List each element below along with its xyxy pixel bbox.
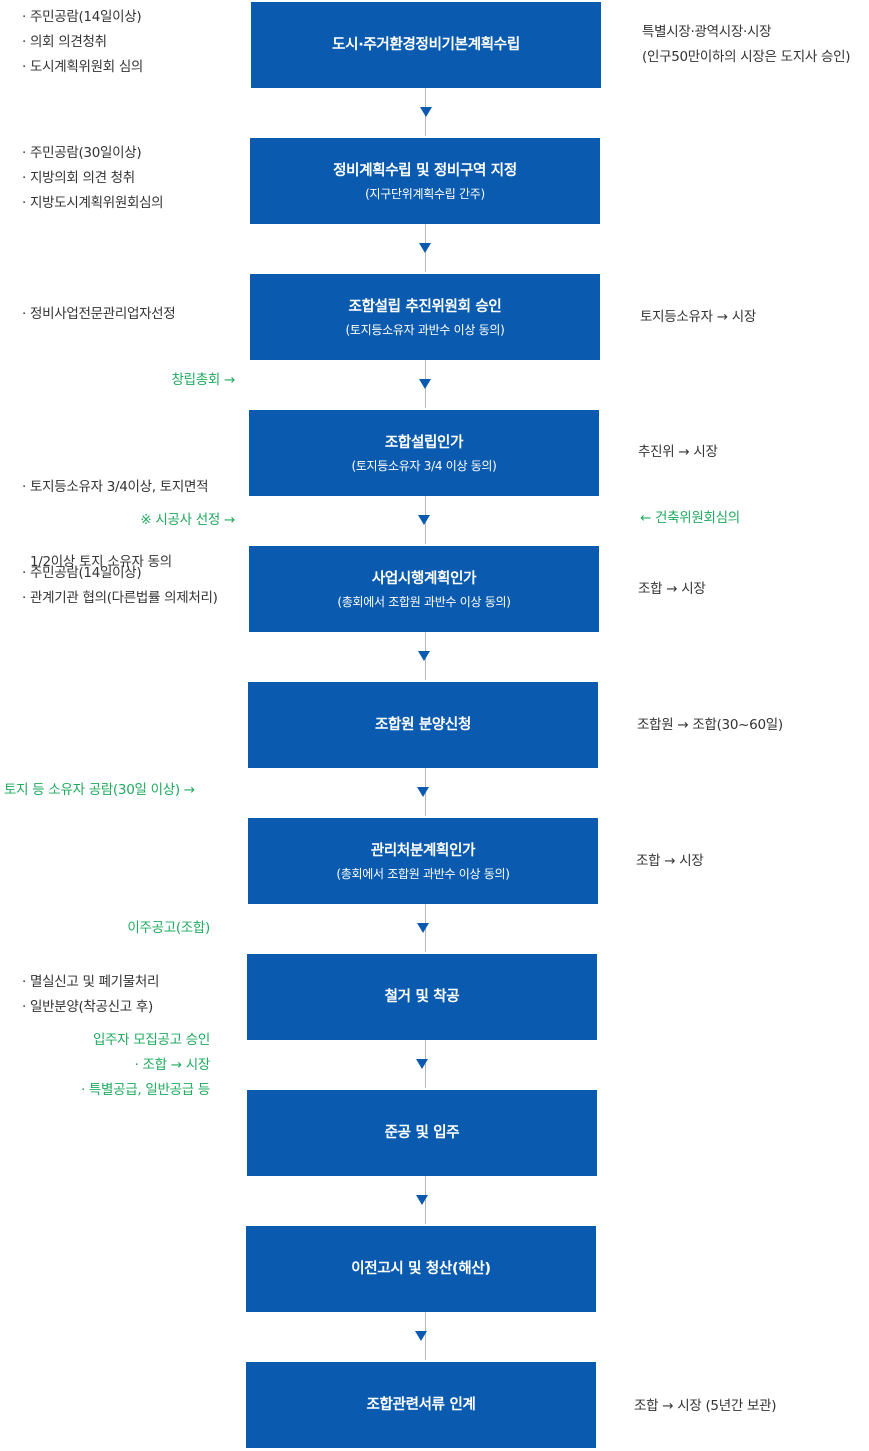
step-box: 이전고시 및 청산(해산) xyxy=(246,1226,596,1312)
step-title: 도시·주거환경정비기본계획수립 xyxy=(332,37,520,53)
note-line: 1/2이상 토지 소유자 동의 xyxy=(22,554,172,570)
green-note: 이주공고(조합) xyxy=(127,920,210,936)
arrow-down-icon xyxy=(419,243,431,253)
arrow-down-icon xyxy=(418,651,430,661)
step-box: 사업시행계획인가 (총회에서 조합원 과반수 이상 동의) xyxy=(249,546,599,632)
left-note: · 주민공람(30일이상) · 지방의회 의견 청취 · 지방도시계획위원회심의 xyxy=(22,141,164,216)
right-note: 조합 → 시장 xyxy=(638,581,706,597)
step-box: 준공 및 입주 xyxy=(247,1090,597,1176)
step-title: 조합설립 추진위원회 승인 xyxy=(348,298,502,315)
note-line: · 주민공람(30일이상) xyxy=(22,145,142,161)
note-line: · 정비사업전문관리업자선정 xyxy=(22,306,176,322)
right-note: 토지등소유자 → 시장 xyxy=(640,309,756,325)
note-line: 특별시장·광역시장·시장 xyxy=(642,24,772,40)
note-line: · 토지등소유자 3/4이상, 토지면적 xyxy=(22,479,209,495)
note-line: · 일반분양(착공신고 후) xyxy=(22,999,153,1015)
left-note: · 멸실신고 및 폐기물처리 · 일반분양(착공신고 후) xyxy=(22,970,159,1020)
right-note: 추진위 → 시장 xyxy=(638,444,718,460)
step-box: 도시·주거환경정비기본계획수립 xyxy=(251,2,601,88)
green-note: 창립총회 → xyxy=(171,372,236,388)
arrow-down-icon xyxy=(415,1331,427,1341)
arrow-down-icon xyxy=(417,923,429,933)
note-line: · 지방도시계획위원회심의 xyxy=(22,195,164,211)
left-note: · 주민공람(14일이상) · 의회 의견청취 · 도시계획위원회 심의 xyxy=(22,5,143,80)
left-note: · 주민공람(14일이상) · 관계기관 협의(다른법률 의제처리) xyxy=(22,561,218,611)
green-note: ※ 시공사 선정 → xyxy=(140,512,235,528)
note-line: · 조합 → 시장 xyxy=(134,1057,211,1073)
note-line: · 멸실신고 및 폐기물처리 xyxy=(22,974,160,990)
arrow-down-icon xyxy=(416,1195,428,1205)
step-subtitle: (지구단위계획수립 간주) xyxy=(365,186,485,201)
right-note: 조합원 → 조합(30~60일) xyxy=(637,717,783,733)
step-subtitle: (총회에서 조합원 과반수 이상 동의) xyxy=(336,866,510,881)
note-line: · 도시계획위원회 심의 xyxy=(22,59,144,75)
left-note: · 토지등소유자 3/4이상, 토지면적 1/2이상 토지 소유자 동의 xyxy=(22,425,209,600)
right-note: 조합 → 시장 xyxy=(636,853,704,869)
note-line: · 의회 의견청취 xyxy=(22,34,107,50)
left-note: · 정비사업전문관리업자선정 xyxy=(22,302,176,327)
step-box: 조합원 분양신청 xyxy=(248,682,598,768)
step-box: 정비계획수립 및 정비구역 지정 (지구단위계획수립 간주) xyxy=(250,138,600,224)
step-title: 조합원 분양신청 xyxy=(374,717,472,733)
arrow-down-icon xyxy=(420,107,432,117)
arrow-down-icon xyxy=(417,787,429,797)
step-box: 관리처분계획인가 (총회에서 조합원 과반수 이상 동의) xyxy=(248,818,598,904)
note-line: · 주민공람(14일이상) xyxy=(22,9,142,25)
green-note: 입주자 모집공고 승인 · 조합 → 시장 · 특별공급, 일반공급 등 xyxy=(20,1028,210,1103)
green-note: 토지 등 소유자 공람(30일 이상) → xyxy=(4,782,195,798)
arrow-down-icon xyxy=(419,379,431,389)
step-box: 철거 및 착공 xyxy=(247,954,597,1040)
step-title: 준공 및 입주 xyxy=(384,1125,460,1141)
step-box: 조합설립인가 (토지등소유자 3/4 이상 동의) xyxy=(249,410,599,496)
right-note: 특별시장·광역시장·시장 (인구50만이하의 시장은 도지사 승인) xyxy=(642,20,850,70)
arrow-down-icon xyxy=(418,515,430,525)
step-box: 조합관련서류 인계 xyxy=(246,1362,596,1448)
note-line: (인구50만이하의 시장은 도지사 승인) xyxy=(642,49,851,65)
step-subtitle: (토지등소유자 3/4 이상 동의) xyxy=(351,458,497,473)
step-subtitle: (토지등소유자 과반수 이상 동의) xyxy=(345,322,505,337)
step-title: 철거 및 착공 xyxy=(384,989,460,1005)
arrow-down-icon xyxy=(416,1059,428,1069)
step-title: 관리처분계획인가 xyxy=(370,842,476,859)
note-line: · 주민공람(14일이상) xyxy=(22,565,142,581)
step-title: 이전고시 및 청산(해산) xyxy=(351,1261,491,1277)
step-title: 정비계획수립 및 정비구역 지정 xyxy=(333,162,517,179)
green-note: ← 건축위원회심의 xyxy=(640,510,740,526)
step-title: 조합관련서류 인계 xyxy=(366,1397,476,1413)
step-title: 사업시행계획인가 xyxy=(371,570,477,587)
step-subtitle: (총회에서 조합원 과반수 이상 동의) xyxy=(337,594,511,609)
note-line: · 지방의회 의견 청취 xyxy=(22,170,135,186)
note-line: · 특별공급, 일반공급 등 xyxy=(80,1082,210,1098)
note-line: 입주자 모집공고 승인 xyxy=(92,1032,210,1048)
step-title: 조합설립인가 xyxy=(384,434,464,451)
right-note: 조합 → 시장 (5년간 보관) xyxy=(634,1398,777,1414)
step-box: 조합설립 추진위원회 승인 (토지등소유자 과반수 이상 동의) xyxy=(250,274,600,360)
note-line: · 관계기관 협의(다른법률 의제처리) xyxy=(22,590,218,606)
